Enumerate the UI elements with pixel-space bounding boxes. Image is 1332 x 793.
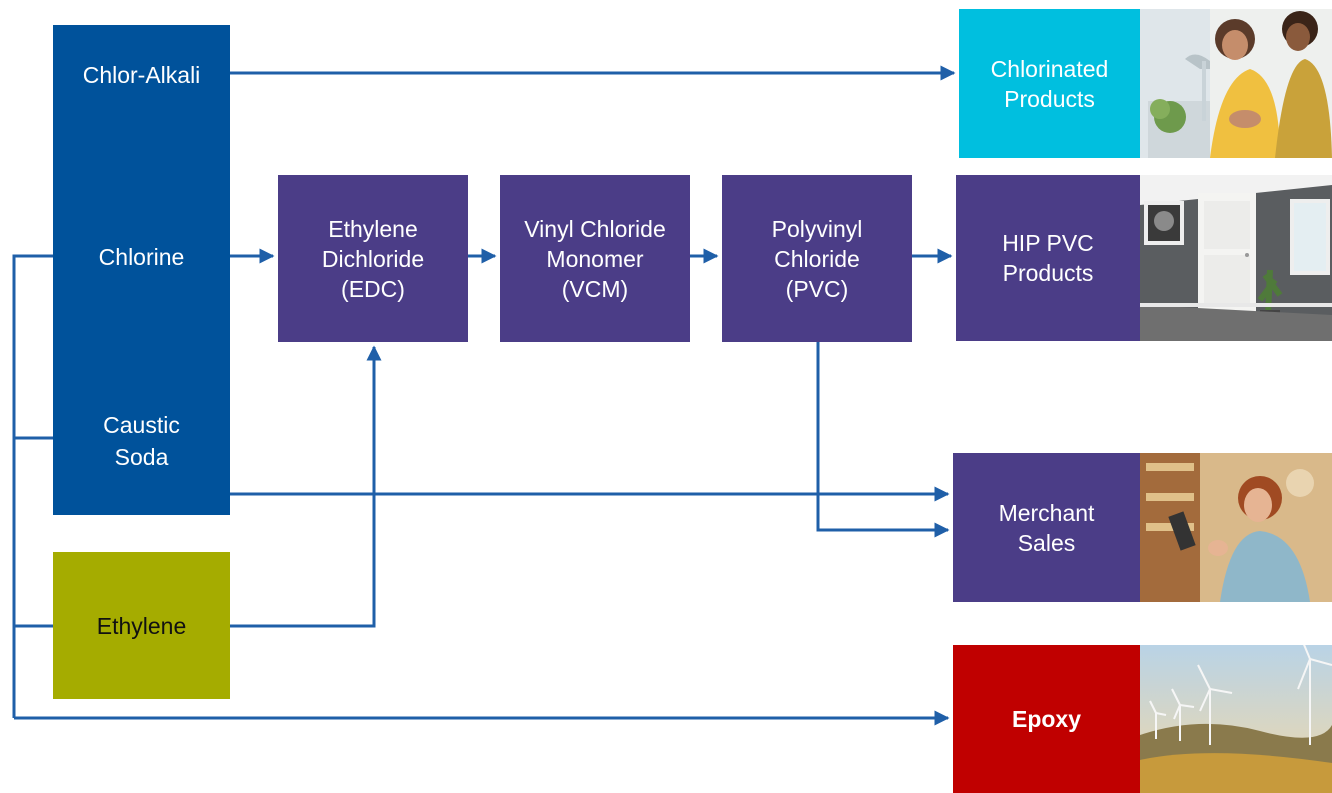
vcm-box: Vinyl Chloride Monomer (VCM)	[500, 175, 690, 342]
chlorine-label: Chlorine	[98, 244, 185, 270]
chlor-alkali-column: Chlor-Alkali Chlorine Caustic Soda	[53, 25, 230, 515]
ethylene-box: Ethylene	[53, 552, 230, 699]
chlor-alkali-label: Chlor-Alkali	[82, 62, 201, 88]
chlorinated-products-box: Chlorinated Products	[959, 9, 1140, 158]
arrow-pvc-to-merchant	[816, 342, 950, 538]
epoxy-box: Epoxy	[953, 645, 1140, 793]
arrow-ethylene-to-edc	[230, 345, 382, 628]
merchant-sales-box: Merchant Sales	[953, 453, 1140, 602]
caustic-soda-label: Caustic Soda	[103, 412, 180, 470]
kitchen-sink-photo	[1140, 9, 1332, 158]
left-bus-line	[12, 254, 53, 718]
store-shopper-photo	[1140, 453, 1332, 602]
hip-pvc-products-box: HIP PVC Products	[956, 175, 1140, 341]
edc-box: Ethylene Dichloride (EDC)	[278, 175, 468, 342]
pvc-box: Polyvinyl Chloride (PVC)	[722, 175, 912, 342]
wind-turbines-photo	[1140, 645, 1332, 793]
room-interior-photo	[1140, 175, 1332, 341]
